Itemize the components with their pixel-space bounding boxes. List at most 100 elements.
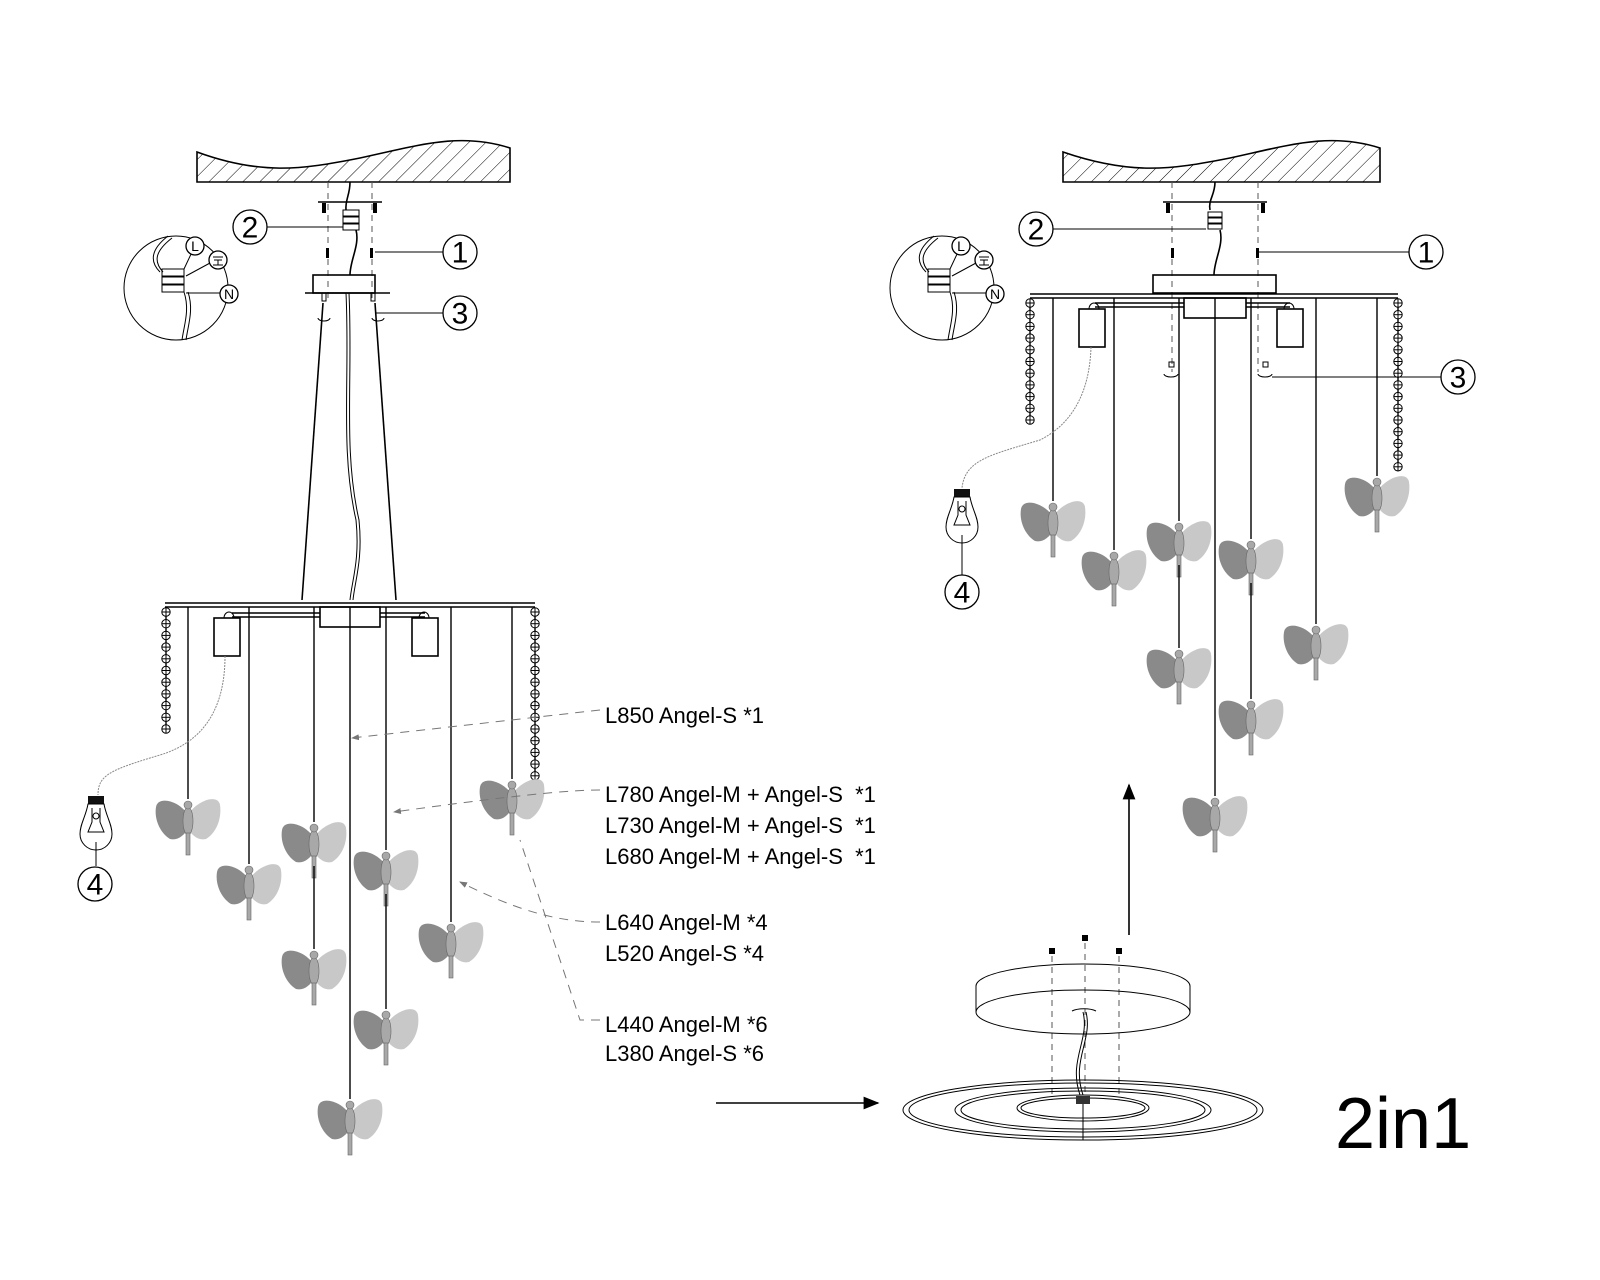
lamp-holder-left (1078, 308, 1106, 348)
bead (161, 619, 171, 629)
lamp-holder-left (213, 617, 241, 657)
svg-text:1: 1 (1418, 237, 1435, 270)
angel-ornament (418, 921, 484, 979)
bead (1025, 368, 1035, 378)
bead-chain-left (1025, 298, 1035, 425)
ceiling-slab (1062, 139, 1381, 183)
bead (161, 607, 171, 617)
callout-4: 4 (944, 574, 980, 610)
bead (161, 677, 171, 687)
svg-text:1: 1 (452, 237, 469, 270)
angel-ornament (1283, 623, 1349, 681)
terminal-neutral-label: N (224, 286, 234, 302)
bead (161, 654, 171, 664)
bead (1393, 438, 1403, 449)
legend-l850: L850 Angel-S *1 (605, 703, 764, 728)
bead (530, 724, 540, 734)
wiring-detail: L N (889, 235, 1005, 341)
bead (1393, 345, 1403, 355)
legend-l520: L520 Angel-S *4 (605, 941, 764, 966)
legend-l730: L730 Angel-M + Angel-S *1 (605, 813, 876, 838)
diagram-title: 2in1 (1335, 1084, 1471, 1164)
legend-l440: L440 Angel-M *6 (605, 1012, 768, 1037)
callout-1: 1 (375, 234, 478, 270)
bead (1393, 298, 1403, 308)
length-legend: L850 Angel-S *1 L780 Angel-M + Angel-S *… (351, 703, 876, 1066)
bead (161, 689, 171, 699)
lamp-holder-right (411, 617, 439, 657)
earth-icon (213, 256, 223, 266)
bead (161, 665, 171, 676)
callout-2: 2 (232, 209, 343, 245)
angel-ornament (1020, 500, 1086, 558)
bead (1393, 380, 1403, 390)
bead (530, 642, 540, 652)
bead (1393, 403, 1403, 413)
callout-3: 3 (1272, 359, 1476, 395)
bead (1393, 427, 1403, 437)
mounting-bracket (1163, 182, 1267, 372)
bead (1025, 403, 1035, 413)
bead (530, 700, 540, 711)
bead (1393, 415, 1403, 425)
callout-2: 2 (1018, 211, 1206, 247)
bead (1393, 462, 1403, 472)
bead (1393, 368, 1403, 378)
bead (1393, 321, 1403, 332)
svg-text:4: 4 (87, 869, 104, 902)
svg-text:3: 3 (1450, 362, 1467, 395)
bead-chain-right (1393, 298, 1403, 472)
svg-text:4: 4 (954, 577, 971, 610)
angel-ornament (1344, 475, 1410, 533)
bead (530, 630, 540, 641)
angel-drops (1020, 298, 1410, 853)
canopy (1152, 274, 1277, 294)
bead (530, 747, 540, 758)
svg-text:3: 3 (452, 298, 469, 331)
bead (1025, 298, 1035, 308)
bead (1025, 321, 1035, 332)
bead (530, 736, 540, 746)
bead (1025, 356, 1035, 367)
bead (1025, 310, 1035, 320)
bead (1393, 356, 1403, 367)
legend-l640: L640 Angel-M *4 (605, 910, 768, 935)
light-bulb-icon (79, 795, 113, 851)
terminal-block (342, 181, 360, 276)
svg-text:2: 2 (242, 212, 259, 245)
bead (530, 689, 540, 699)
angel-ornament (479, 778, 545, 836)
angel-ornament (353, 1008, 419, 1066)
earth-icon (979, 256, 989, 266)
ceiling-assembly-view: L N 1 2 3 4 (889, 139, 1476, 935)
callout-3: 3 (376, 295, 478, 331)
bead-chain-right (530, 607, 540, 781)
angel-drops (155, 607, 545, 1156)
chandelier-frame (1030, 293, 1398, 348)
mounting-bracket (318, 182, 382, 300)
bead (530, 619, 540, 629)
bead (1025, 415, 1035, 425)
bead (530, 677, 540, 687)
ceiling-slab (196, 139, 511, 183)
bead (1393, 391, 1403, 402)
bead (530, 771, 540, 781)
angel-ornament (155, 798, 221, 856)
bead (161, 630, 171, 641)
bead (161, 724, 171, 734)
legend-l680: L680 Angel-M + Angel-S *1 (605, 844, 876, 869)
canopy (312, 274, 376, 294)
bead-chain-left (161, 607, 171, 734)
bead (1393, 450, 1403, 460)
legend-l380: L380 Angel-S *6 (605, 1041, 764, 1066)
pendant-assembly-view: L N 1 2 3 4 (77, 139, 545, 1156)
bead (1025, 333, 1035, 343)
angel-ornament (281, 948, 347, 1006)
bead (1025, 380, 1035, 390)
bead (1393, 333, 1403, 343)
bead (161, 712, 171, 722)
bead (1393, 310, 1403, 320)
angel-ornament (1218, 698, 1284, 756)
bead (161, 642, 171, 652)
